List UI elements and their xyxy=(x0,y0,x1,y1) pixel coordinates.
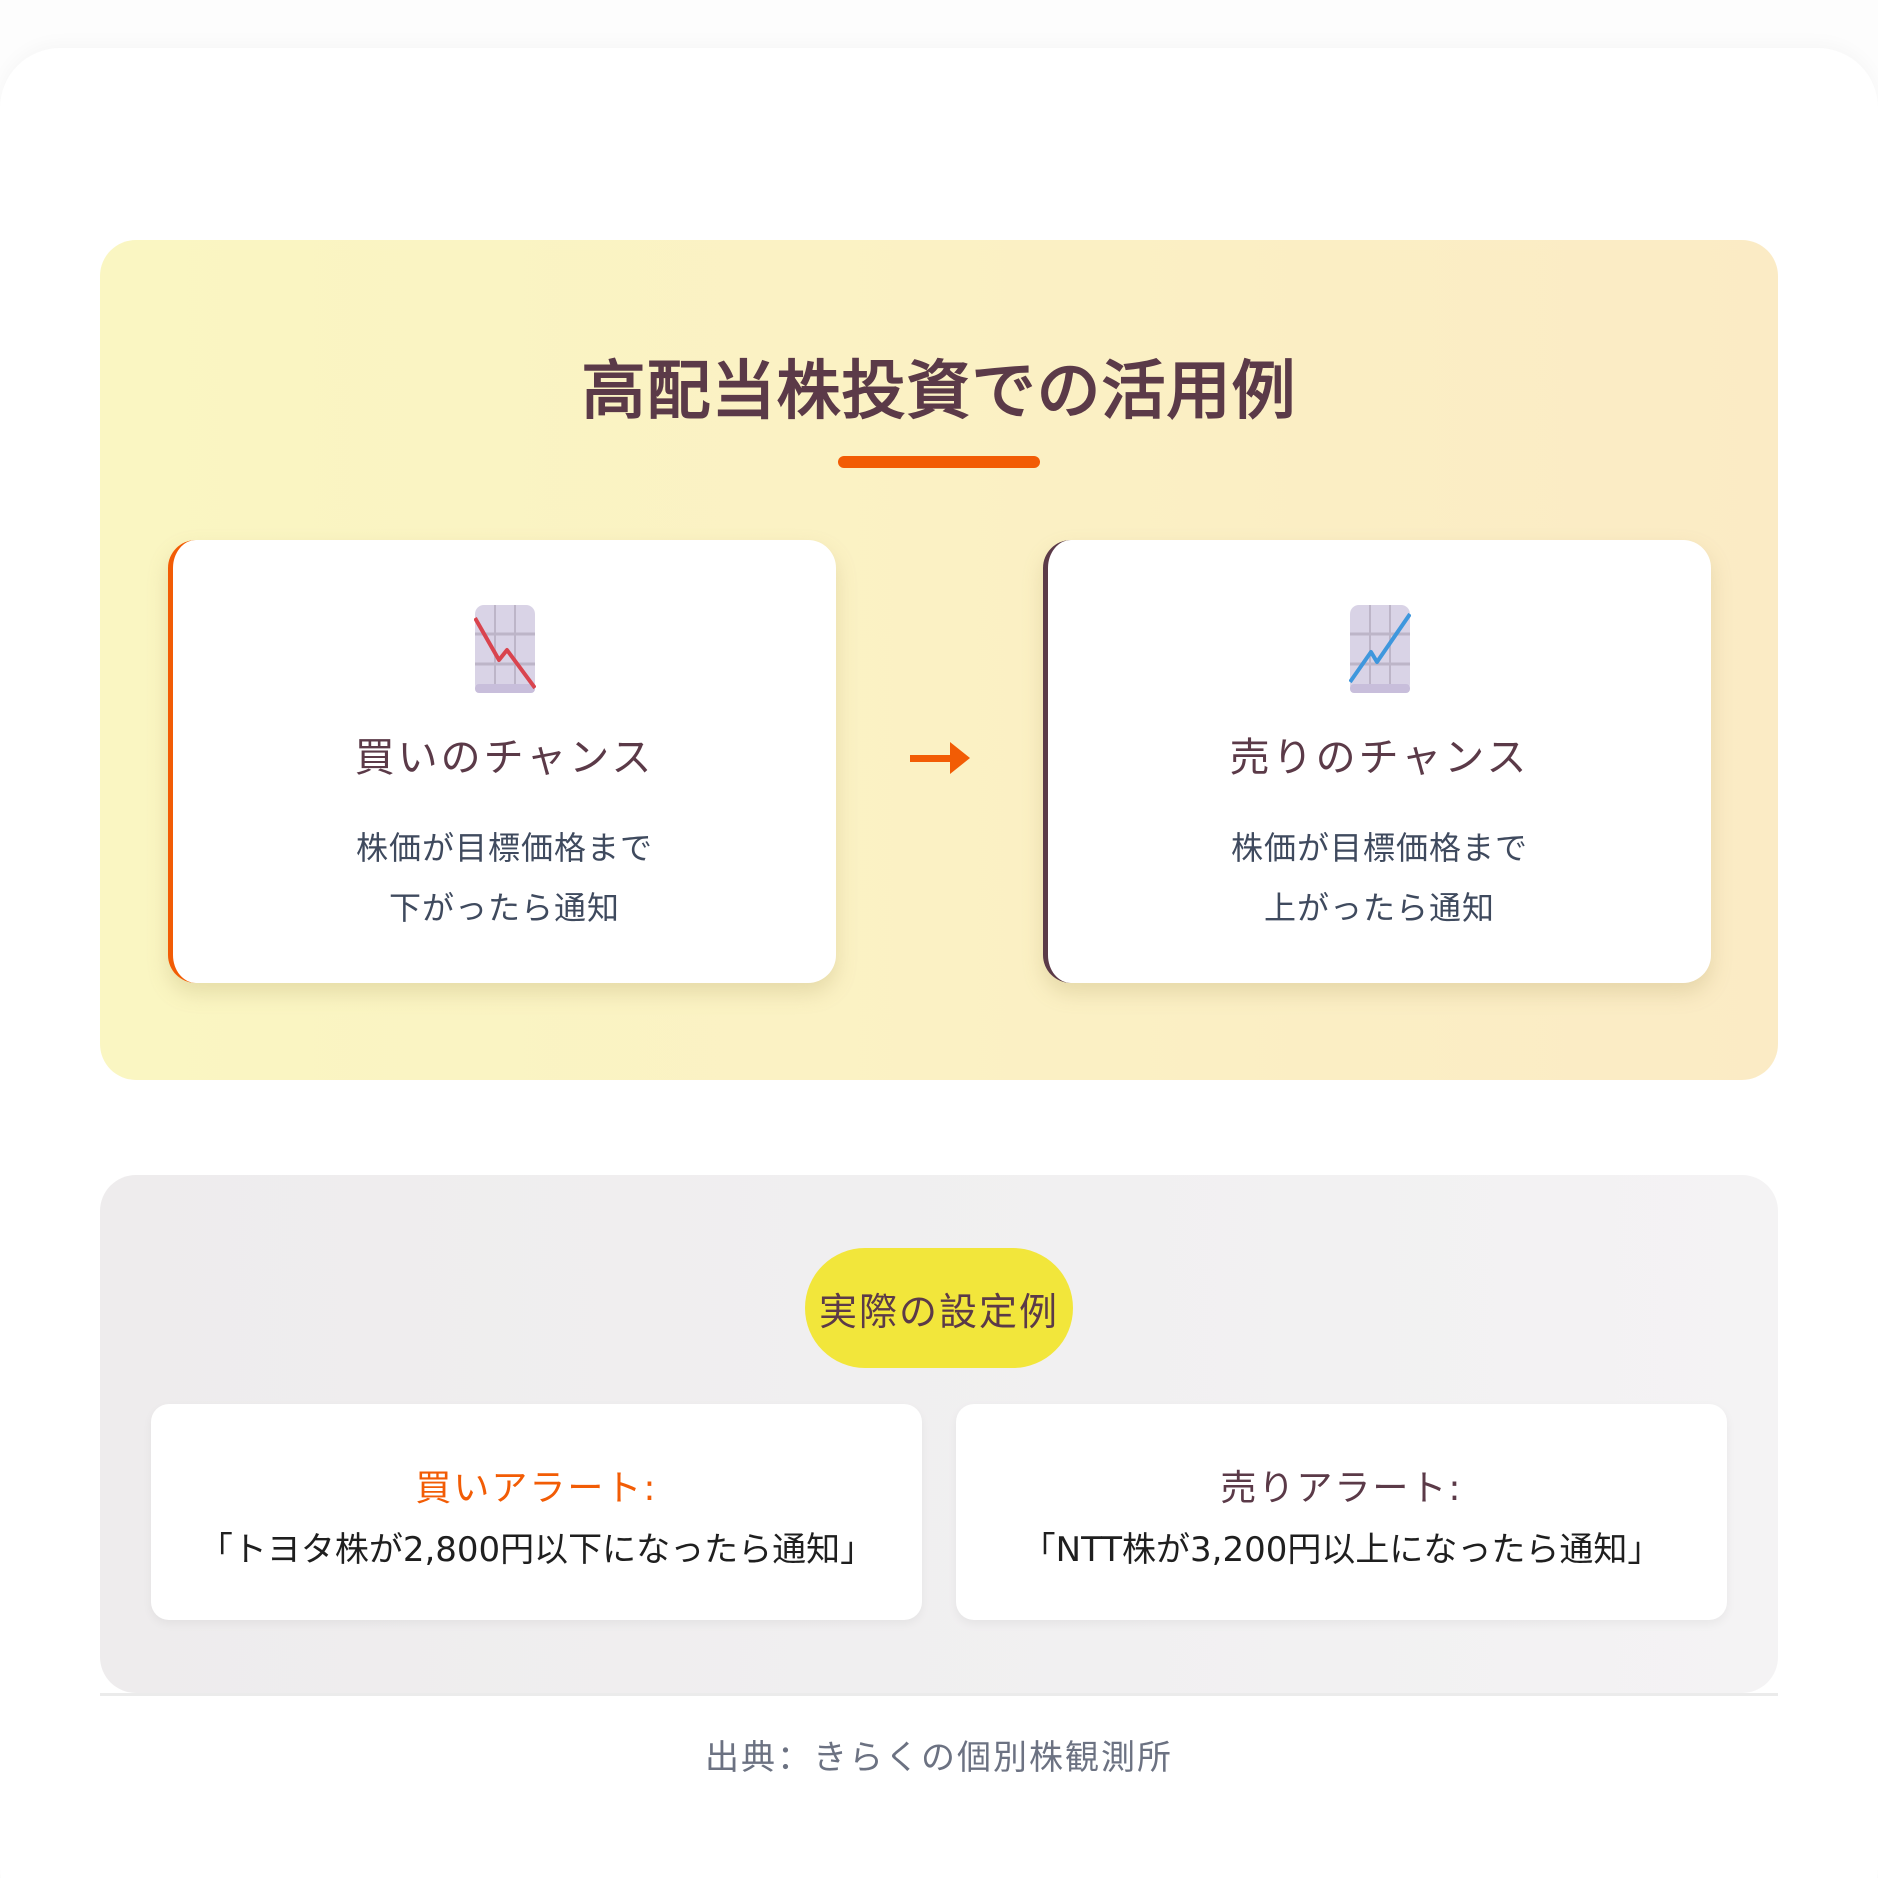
buy-chance-heading: 買いのチャンス xyxy=(354,735,655,781)
buy-chance-card: 買いのチャンス 株価が目標価格まで 下がったら通知 xyxy=(168,540,836,983)
sell-chance-heading: 売りのチャンス xyxy=(1229,735,1530,781)
setting-examples-panel: 実際の設定例 買いアラート: 「トヨタ株が2,800円以下になったら通知」 売り… xyxy=(100,1175,1778,1693)
buy-alert-text: 「トヨタ株が2,800円以下になったら通知」 xyxy=(198,1530,875,1570)
sell-alert-label: 売りアラート: xyxy=(1220,1468,1463,1509)
section-title: 高配当株投資での活用例 xyxy=(581,354,1297,429)
sell-chance-description: 株価が目標価格まで 上がったら通知 xyxy=(1048,818,1711,938)
chart-decreasing-icon xyxy=(473,605,536,693)
sell-alert-text: 「NTT株が3,200円以上になったら通知」 xyxy=(1021,1530,1662,1570)
buy-alert-label: 買いアラート: xyxy=(415,1468,658,1509)
usage-examples-panel: 高配当株投資での活用例 買いのチャンス 株価が目標価格まで 下がったら通知 xyxy=(100,240,1778,1080)
sell-chance-card: 売りのチャンス 株価が目標価格まで 上がったら通知 xyxy=(1043,540,1711,983)
arrow-right-icon xyxy=(910,742,970,774)
buy-desc-line-1: 株価が目標価格まで xyxy=(355,829,653,867)
source-note: 出典：きらくの個別株観測所 xyxy=(705,1738,1173,1778)
page-card: 高配当株投資での活用例 買いのチャンス 株価が目標価格まで 下がったら通知 xyxy=(0,48,1878,1878)
buy-alert-card: 買いアラート: 「トヨタ株が2,800円以下になったら通知」 xyxy=(151,1404,922,1620)
divider xyxy=(100,1693,1778,1696)
buy-desc-line-2: 下がったら通知 xyxy=(388,889,620,927)
examples-badge: 実際の設定例 xyxy=(805,1248,1073,1368)
sell-desc-line-2: 上がったら通知 xyxy=(1263,889,1495,927)
chart-increasing-icon xyxy=(1348,605,1411,693)
buy-chance-description: 株価が目標価格まで 下がったら通知 xyxy=(173,818,836,938)
sell-desc-line-1: 株価が目標価格まで xyxy=(1230,829,1528,867)
sell-alert-card: 売りアラート: 「NTT株が3,200円以上になったら通知」 xyxy=(956,1404,1727,1620)
title-underline xyxy=(838,456,1040,468)
